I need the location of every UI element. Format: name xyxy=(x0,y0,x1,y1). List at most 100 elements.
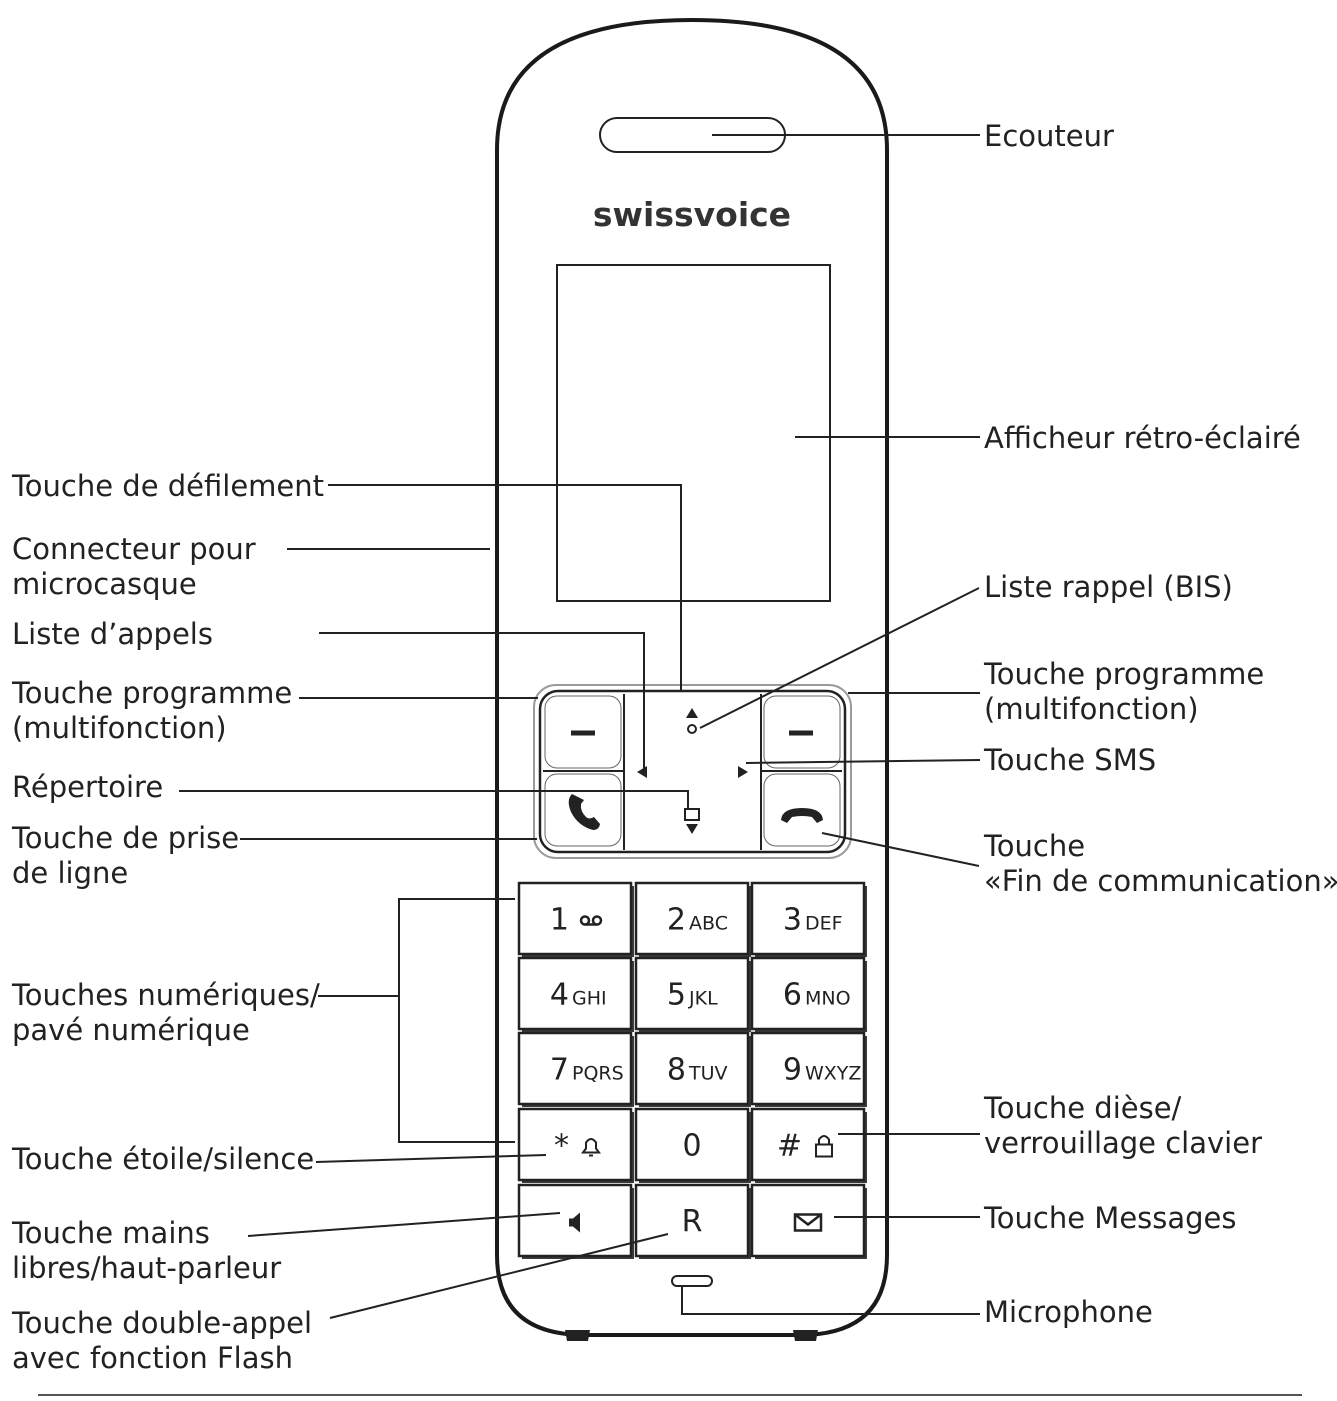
handset-pickup-icon xyxy=(568,794,600,830)
label-numeric-keys-1: Touches numériques/ xyxy=(11,978,320,1012)
key-number: 7 xyxy=(550,1053,569,1088)
softkey-right[interactable] xyxy=(763,695,841,769)
key-number: 3 xyxy=(783,903,802,938)
label-phonebook: Répertoire xyxy=(12,770,163,804)
label-scroll-key: Touche de défilement xyxy=(11,469,324,503)
key-3-0[interactable]: * xyxy=(517,1107,634,1183)
key-letters: GHI xyxy=(572,988,607,1010)
key-face xyxy=(634,881,750,956)
key-face xyxy=(750,1107,866,1182)
phonebook-icon xyxy=(684,808,700,821)
key-face xyxy=(634,956,750,1031)
label-softkey-left-1: Touche programme xyxy=(11,676,292,710)
label-softkey-left-2: (multifonction) xyxy=(12,711,227,745)
label-microphone: Microphone xyxy=(984,1295,1153,1329)
key-letters: JKL xyxy=(688,988,718,1010)
label-end-key-2: «Fin de communication» xyxy=(984,864,1337,898)
label-headset-connector-1: Connecteur pour xyxy=(12,532,256,566)
label-softkey-right-2: (multifonction) xyxy=(984,692,1199,726)
label-end-key-1: Touche xyxy=(983,829,1085,863)
label-handsfree-key-2: libres/haut-parleur xyxy=(12,1251,281,1285)
key-number: 5 xyxy=(667,978,686,1013)
key-face xyxy=(750,956,866,1031)
key-letters: WXYZ xyxy=(805,1063,861,1085)
key-number: 1 xyxy=(550,903,569,938)
key-face xyxy=(517,1107,633,1182)
label-messages-key: Touche Messages xyxy=(983,1201,1237,1235)
key-3-2[interactable]: # xyxy=(750,1107,867,1183)
display-screen xyxy=(556,264,831,602)
key-face xyxy=(517,881,633,956)
key-number: * xyxy=(554,1129,569,1164)
brand-logo: swissvoice xyxy=(593,195,791,234)
key-number: 4 xyxy=(550,978,569,1013)
key-letters: PQRS xyxy=(572,1063,624,1085)
key-number: 6 xyxy=(783,978,802,1013)
key-face xyxy=(750,1183,866,1258)
key-face xyxy=(517,956,633,1031)
key-face xyxy=(634,1107,750,1182)
key-number: 0 xyxy=(682,1129,701,1164)
handset-hangup-icon xyxy=(781,808,823,823)
label-recall-key-2: avec fonction Flash xyxy=(12,1341,293,1375)
key-number: # xyxy=(777,1129,802,1164)
label-redial-list: Liste rappel (BIS) xyxy=(984,570,1233,604)
label-headset-connector-2: microcasque xyxy=(12,567,197,601)
key-face xyxy=(634,1183,750,1258)
label-hash-key-2: verrouillage clavier xyxy=(984,1126,1262,1160)
label-hash-key-1: Touche dièse/ xyxy=(983,1091,1182,1125)
speaker-icon xyxy=(569,1212,580,1233)
key-4-1[interactable]: R xyxy=(634,1183,751,1259)
label-softkey-right-1: Touche programme xyxy=(983,657,1264,691)
label-earpiece: Ecouteur xyxy=(984,119,1114,153)
key-face xyxy=(750,881,866,956)
label-recall-key-1: Touche double-appel xyxy=(11,1306,312,1340)
nav-block xyxy=(533,684,852,859)
key-letters: ABC xyxy=(689,913,728,935)
key-0-0[interactable]: 1 xyxy=(517,881,634,957)
redial-icon xyxy=(687,724,697,734)
key-number: 8 xyxy=(667,1053,686,1088)
leader-lines xyxy=(179,134,981,1319)
key-4-0[interactable] xyxy=(517,1183,634,1259)
arrow-right-icon xyxy=(738,766,748,778)
key-letters: TUV xyxy=(688,1063,728,1085)
label-handsfree-key-1: Touche mains xyxy=(11,1216,210,1250)
key-number: 2 xyxy=(667,903,686,938)
end-call-key[interactable] xyxy=(763,773,841,847)
key-letters: MNO xyxy=(805,988,851,1010)
label-numeric-keys-2: pavé numérique xyxy=(12,1013,250,1047)
key-number: R xyxy=(682,1205,703,1240)
arrow-up-icon xyxy=(686,708,698,718)
voicemail-icon xyxy=(579,915,603,926)
label-star-key: Touche étoile/silence xyxy=(11,1142,314,1176)
talk-key[interactable] xyxy=(544,773,622,847)
scroll-key[interactable] xyxy=(637,708,748,834)
envelope-icon xyxy=(793,1213,823,1232)
key-face xyxy=(750,1031,866,1106)
key-4-2[interactable] xyxy=(750,1183,867,1259)
microphone xyxy=(671,1275,713,1287)
key-number: 9 xyxy=(783,1053,802,1088)
key-face xyxy=(634,1031,750,1106)
label-talk-key-1: Touche de prise xyxy=(11,821,239,855)
label-call-list: Liste d’appels xyxy=(12,617,213,651)
softkey-left[interactable] xyxy=(544,695,622,769)
handset-foot-left xyxy=(565,1330,590,1341)
label-display: Afficheur rétro-éclairé xyxy=(984,421,1301,455)
key-letters: DEF xyxy=(805,913,843,935)
lock-icon xyxy=(815,1135,833,1158)
label-talk-key-2: de ligne xyxy=(12,856,128,890)
key-3-1[interactable]: 0 xyxy=(634,1107,751,1183)
key-face xyxy=(517,1031,633,1106)
